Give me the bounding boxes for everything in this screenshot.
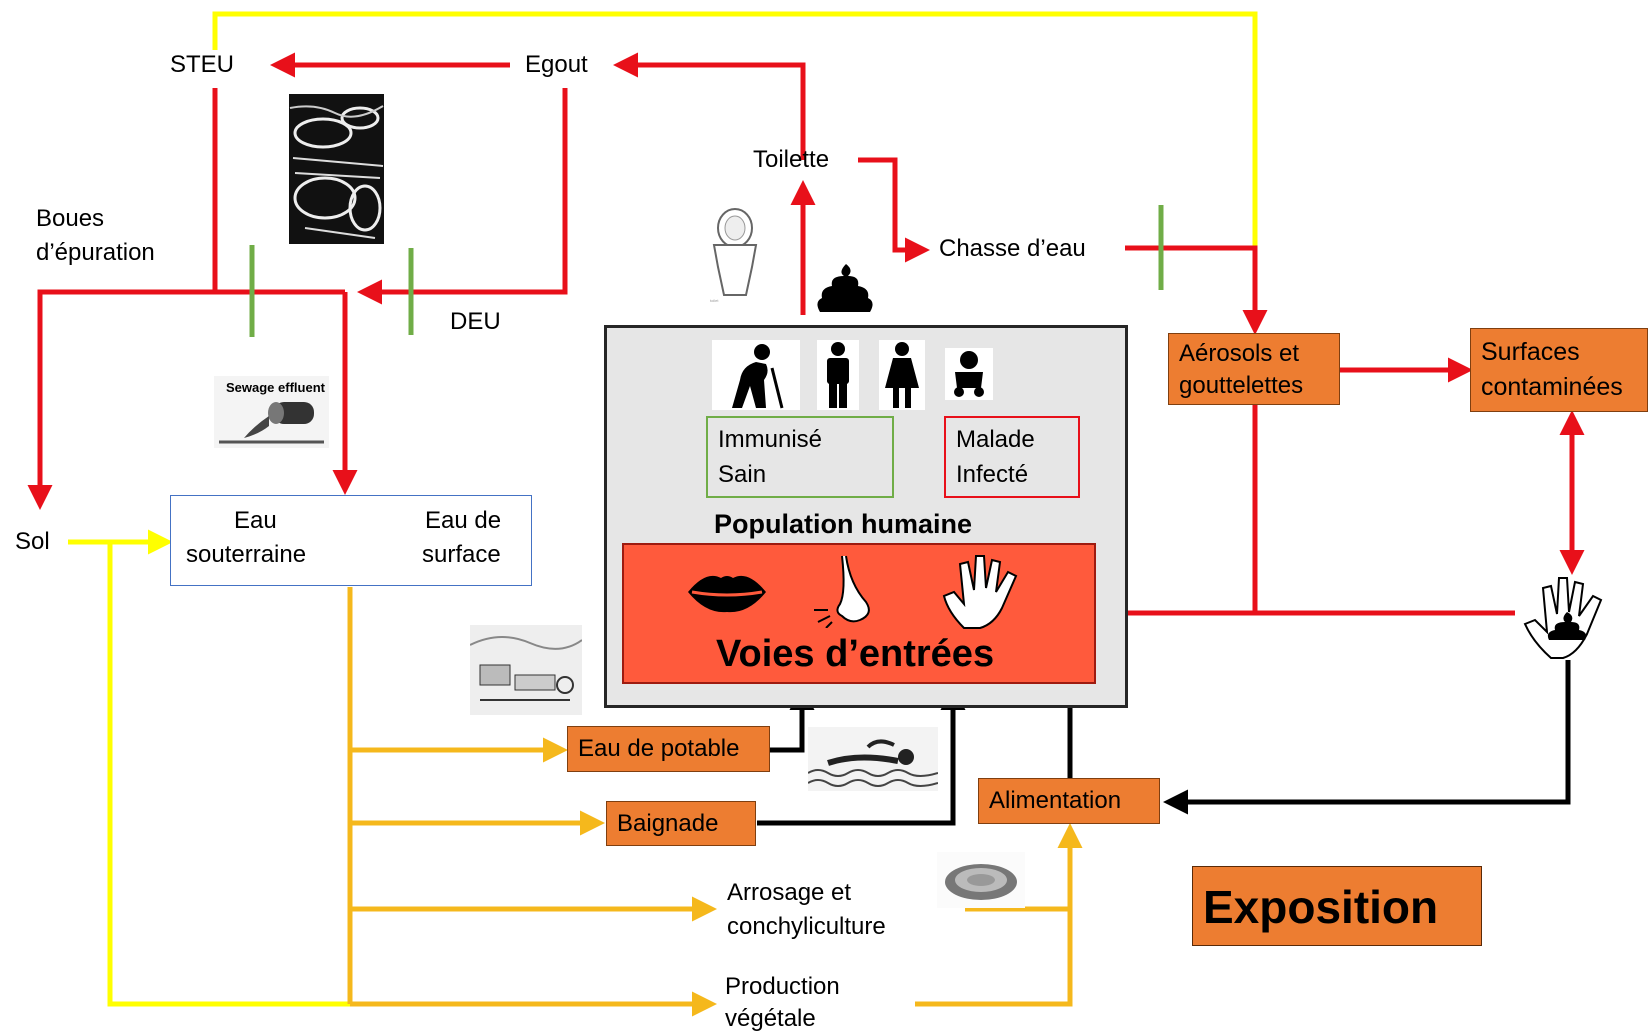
swimmer-image — [808, 727, 938, 791]
immunise-line1: Immunisé — [718, 426, 823, 453]
eau-potable-box: Eau de potable — [567, 726, 770, 772]
line-toilette-egout — [613, 52, 806, 160]
line-yellow-top — [212, 11, 1258, 248]
line-baignade-voies — [757, 685, 966, 826]
production-line1: Production — [725, 973, 840, 1000]
line-sol — [27, 289, 345, 510]
eau-box — [170, 495, 532, 586]
elderly-person-icon — [712, 340, 800, 410]
malade-line2: Infecté — [956, 461, 1029, 488]
sewage-plant-image — [285, 88, 390, 250]
baignade-box: Baignade — [606, 801, 756, 846]
chasse-label: Chasse d’eau — [939, 235, 1086, 262]
svg-text:toilet: toilet — [710, 298, 719, 303]
baby-icon — [945, 348, 993, 400]
malade-box: Malade Infecté — [944, 416, 1080, 498]
arrosage-line2: conchyliculture — [727, 913, 886, 940]
production-line2: végétale — [725, 1005, 816, 1032]
eau-sout-line1: Eau — [234, 507, 277, 534]
aerosols-line2: gouttelettes — [1179, 372, 1304, 399]
malade-line1: Malade — [956, 426, 1035, 453]
boues-label-line2: d’épuration — [36, 239, 155, 266]
immunise-line2: Sain — [718, 461, 767, 488]
line-hand-alim — [1163, 660, 1571, 815]
voies-title: Voies d’entrées — [716, 633, 995, 675]
line-egout-deu — [357, 88, 568, 305]
surfaces-line1: Surfaces — [1481, 338, 1580, 366]
water-treatment-image — [470, 625, 582, 715]
deu-label: DEU — [450, 308, 501, 335]
line-potable-voies — [770, 685, 815, 753]
hand-icon — [942, 555, 1018, 629]
surfaces-box: Surfaces contaminées — [1470, 328, 1648, 412]
baignade-label: Baignade — [617, 810, 719, 837]
hand-with-poop-icon — [1523, 577, 1603, 659]
egout-label: Egout — [525, 51, 588, 78]
alimentation-label: Alimentation — [989, 787, 1122, 814]
exposition-title: Exposition — [1203, 881, 1439, 933]
arrosage-line1: Arrosage et — [727, 879, 852, 906]
sewage-caption: Sewage effluent — [226, 380, 326, 395]
oyster-image — [937, 852, 1025, 908]
eau-potable-label: Eau de potable — [578, 735, 740, 762]
aerosols-line1: Aérosols et — [1179, 340, 1300, 367]
line-yellow-bottom — [107, 542, 350, 1007]
man-icon — [817, 340, 859, 410]
exposition-box: Exposition — [1192, 866, 1482, 946]
line-chasse-aerosols — [1125, 245, 1268, 335]
sol-label: Sol — [15, 528, 50, 555]
boues-label-line1: Boues — [36, 205, 105, 232]
population-title: Population humaine — [714, 509, 973, 539]
woman-icon — [879, 340, 925, 410]
nose-icon — [814, 555, 870, 628]
eau-surf-line2: surface — [422, 541, 501, 568]
immunise-box: Immunisé Sain — [706, 416, 894, 498]
eau-surf-line1: Eau de — [425, 507, 502, 534]
poop-icon — [817, 264, 873, 312]
steu-label: STEU — [170, 51, 235, 78]
line-toilette-chasse — [858, 157, 930, 263]
aerosols-box: Aérosols et gouttelettes — [1168, 333, 1340, 405]
alimentation-box: Alimentation — [978, 778, 1160, 824]
toilet-icon: toilet — [702, 205, 768, 305]
surfaces-line2: contaminées — [1481, 373, 1623, 401]
lips-icon — [688, 575, 766, 613]
toilette-label: Toilette — [753, 146, 830, 173]
sewage-effluent-image: Sewage effluent — [214, 376, 329, 448]
eau-sout-line2: souterraine — [186, 541, 307, 568]
line-production-alim — [915, 823, 1083, 1007]
